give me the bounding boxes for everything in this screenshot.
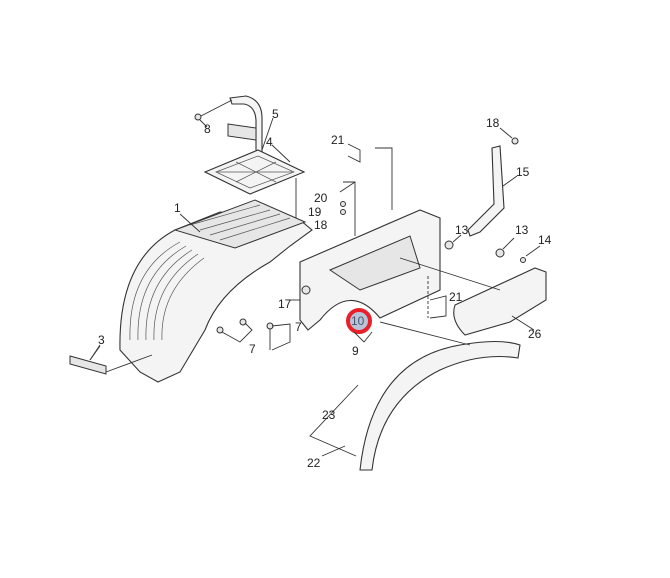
part-8-bolt[interactable] xyxy=(194,113,202,121)
callout-19[interactable]: 19 xyxy=(308,205,322,219)
callout-4[interactable]: 4 xyxy=(266,135,273,149)
part-26-trim[interactable] xyxy=(453,267,547,336)
callout-10[interactable]: 10 xyxy=(351,314,365,328)
callout-9[interactable]: 9 xyxy=(352,344,359,358)
part-15-bracket[interactable] xyxy=(467,145,505,237)
part-1-fender[interactable] xyxy=(119,199,313,383)
callout-3[interactable]: 3 xyxy=(98,333,105,347)
callout-15[interactable]: 15 xyxy=(516,165,530,179)
callout-13[interactable]: 13 xyxy=(455,223,469,237)
part-14-clip[interactable] xyxy=(520,257,526,263)
callout-22[interactable]: 22 xyxy=(307,456,321,470)
bolt-7b xyxy=(239,318,247,326)
callout-13b[interactable]: 13 xyxy=(515,223,529,237)
part-inner-panel[interactable] xyxy=(299,209,441,331)
part-17-nut[interactable] xyxy=(301,285,311,295)
callout-18b[interactable]: 18 xyxy=(314,218,328,232)
callout-14[interactable]: 14 xyxy=(538,233,552,247)
part-4-plate[interactable] xyxy=(203,149,306,195)
part-3-bracket[interactable] xyxy=(69,355,107,375)
callout-17[interactable]: 17 xyxy=(278,297,292,311)
callout-21b[interactable]: 21 xyxy=(449,290,463,304)
callout-26[interactable]: 26 xyxy=(528,327,542,341)
callout-7[interactable]: 7 xyxy=(295,320,302,334)
callout-23[interactable]: 23 xyxy=(322,408,336,422)
callout-20[interactable]: 20 xyxy=(314,191,328,205)
bolt-7a xyxy=(216,326,224,334)
part-22-flare[interactable] xyxy=(359,340,521,471)
callout-1[interactable]: 1 xyxy=(174,201,181,215)
part-13-nut[interactable] xyxy=(444,240,454,250)
callout-8[interactable]: 8 xyxy=(204,122,211,136)
callout-7b[interactable]: 7 xyxy=(249,342,256,356)
callout-21[interactable]: 21 xyxy=(331,133,345,147)
part-13-nut[interactable] xyxy=(495,248,505,258)
callout-5[interactable]: 5 xyxy=(272,107,279,121)
callout-18[interactable]: 18 xyxy=(486,116,500,130)
callout-10-highlight[interactable] xyxy=(346,308,372,334)
